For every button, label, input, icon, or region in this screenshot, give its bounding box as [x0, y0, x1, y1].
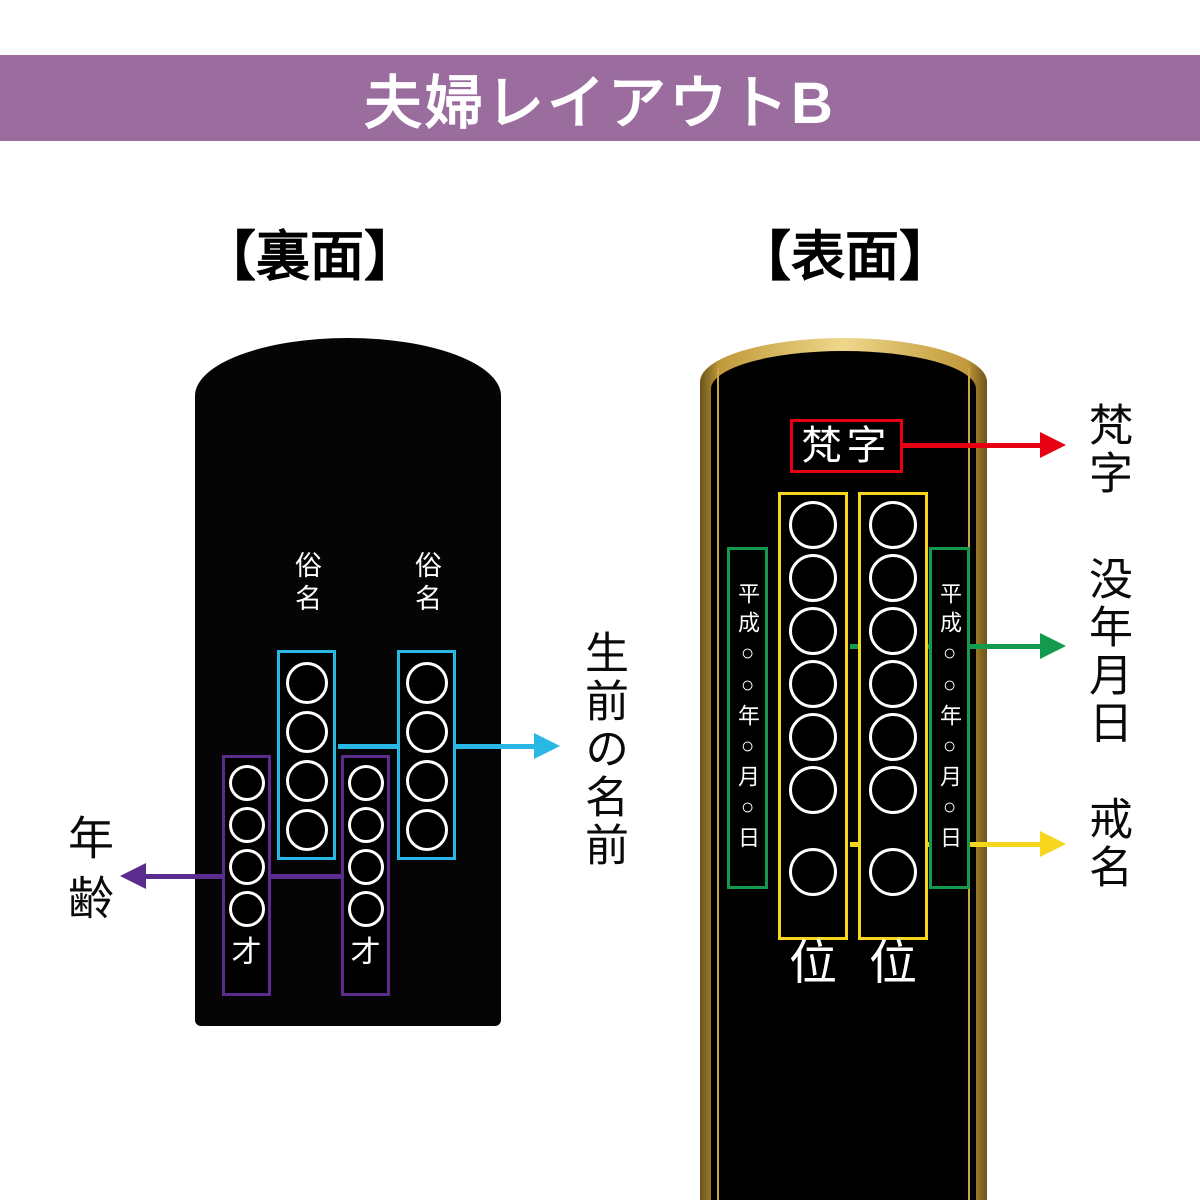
- placeholder-circle: [228, 849, 265, 885]
- age-suffix-left: 才: [231, 936, 262, 969]
- placeholder-circle: [285, 809, 328, 851]
- death-date-arrow-head: [1040, 633, 1066, 659]
- placeholder-circle: [789, 554, 837, 602]
- placeholder-circle: [405, 809, 448, 851]
- death-date-box-right: 平成○○年○月○日: [929, 547, 970, 889]
- placeholder-circle: [347, 891, 384, 927]
- living-name-box-left: [277, 650, 336, 860]
- age-box-left: 才: [222, 755, 271, 996]
- age-arrow-head: [120, 863, 146, 889]
- placeholder-circle: [869, 713, 917, 761]
- page-title-banner: 夫婦レイアウトB: [0, 55, 1200, 141]
- secular-name-label-left: 俗名: [291, 551, 321, 617]
- bonji-annotation: 梵字: [1082, 402, 1131, 498]
- placeholder-circle: [285, 711, 328, 753]
- placeholder-circle: [789, 848, 837, 896]
- age-box-right: 才: [341, 755, 390, 996]
- placeholder-circle: [347, 765, 384, 801]
- placeholder-circle: [347, 849, 384, 885]
- secular-name-label-right: 俗名: [411, 551, 441, 617]
- placeholder-circle: [228, 807, 265, 843]
- age-suffix-right: 才: [350, 936, 381, 969]
- placeholder-circle: [789, 607, 837, 655]
- bonji-box: 梵字: [790, 419, 903, 473]
- bonji-arrow-line: [903, 443, 1040, 448]
- placeholder-circle: [869, 501, 917, 549]
- rank-char-right: 位: [868, 937, 917, 990]
- kaimyo-annotation: 戒名: [1082, 796, 1131, 892]
- placeholder-circle: [789, 766, 837, 814]
- death-date-annotation: 没年月日: [1082, 556, 1131, 748]
- living-name-arrow-head: [534, 733, 560, 759]
- placeholder-circle: [869, 554, 917, 602]
- living-name-annotation: 生前の名前: [578, 630, 627, 870]
- back-section-title: 【裏面】: [202, 227, 418, 287]
- living-name-box-right: [397, 650, 456, 860]
- kaimyo-box-right: [858, 492, 928, 940]
- placeholder-circle: [405, 662, 448, 704]
- placeholder-circle: [789, 713, 837, 761]
- kaimyo-arrow-head: [1040, 831, 1066, 857]
- death-date-box-left: 平成○○年○月○日: [727, 547, 768, 889]
- page-title: 夫婦レイアウトB: [364, 71, 836, 136]
- placeholder-circle: [228, 891, 265, 927]
- placeholder-circle: [285, 760, 328, 802]
- gold-pinstripe-left: [717, 368, 719, 1200]
- bonji-arrow-head: [1040, 432, 1066, 458]
- front-section-title: 【表面】: [737, 227, 953, 287]
- placeholder-circle: [405, 711, 448, 753]
- placeholder-circle: [789, 501, 837, 549]
- placeholder-circle: [869, 848, 917, 896]
- placeholder-circle: [789, 660, 837, 708]
- placeholder-circle: [869, 766, 917, 814]
- age-annotation: 年齢: [62, 814, 114, 934]
- placeholder-circle: [405, 760, 448, 802]
- placeholder-circle: [285, 662, 328, 704]
- kaimyo-box-left: [778, 492, 848, 940]
- placeholder-circle: [869, 660, 917, 708]
- placeholder-circle: [869, 607, 917, 655]
- placeholder-circle: [228, 765, 265, 801]
- bonji-text: 梵字: [801, 423, 892, 468]
- rank-char-left: 位: [788, 937, 837, 990]
- placeholder-circle: [347, 807, 384, 843]
